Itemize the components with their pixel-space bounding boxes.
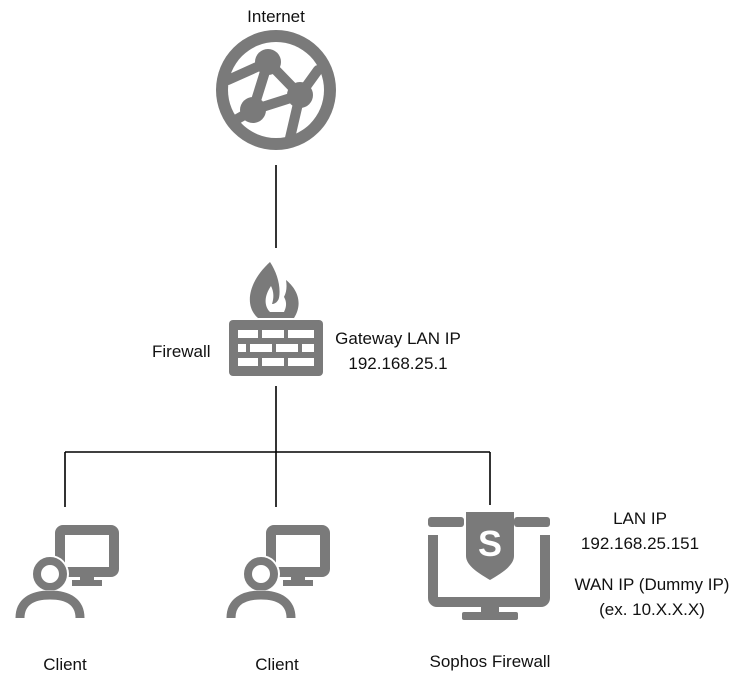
sophos-shield-icon [466,512,514,580]
sophos-firewall-label: Sophos Firewall [429,652,551,671]
client-1-label: Client [43,655,87,674]
firewall-label: Firewall [152,342,211,361]
gateway-lan-ip-label: Gateway LAN IP [335,329,461,348]
client-2-label: Client [255,655,299,674]
user-computer-icon [226,525,330,620]
svg-text:S: S [478,523,502,564]
sophos-monitor-icon: S [420,505,560,620]
sophos-wan-ip-example: (ex. 10.X.X.X) [599,600,705,619]
internet-label: Internet [247,7,305,26]
gateway-lan-ip-value: 192.168.25.1 [348,354,448,373]
sophos-lan-ip-label: LAN IP [613,509,667,528]
flame-icon [249,262,299,318]
firewall-icon [229,262,323,376]
sophos-wan-ip-label: WAN IP (Dummy IP) [574,575,730,594]
user-computer-icon [15,525,119,620]
sophos-lan-ip-value: 192.168.25.151 [580,534,700,553]
connectors [64,165,491,507]
globe-network-icon [216,30,336,150]
